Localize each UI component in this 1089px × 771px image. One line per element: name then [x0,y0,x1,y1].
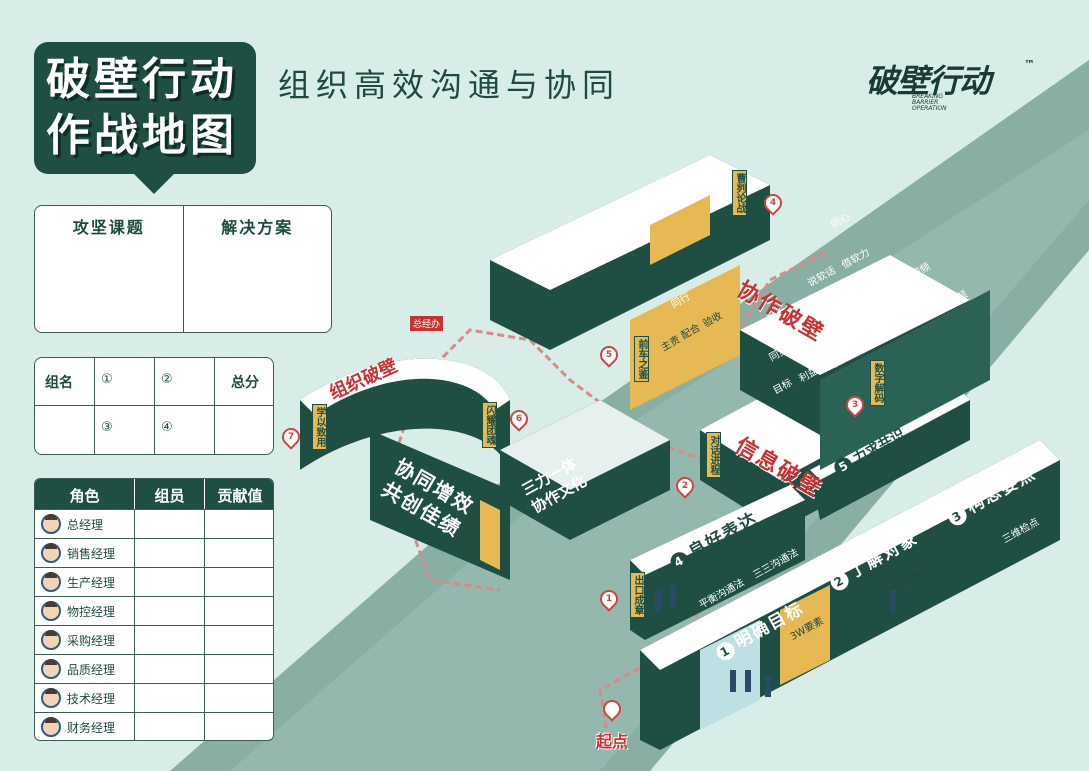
avatar-icon [41,717,61,737]
role-cell: 生产经理 [35,567,135,596]
start-label: 起点 [596,732,629,751]
total-score-input[interactable] [215,406,273,454]
contribution-cell[interactable] [205,567,273,596]
office-sign: 总经办 [410,316,444,331]
member-cell[interactable] [135,625,205,654]
contribution-cell[interactable] [205,538,273,567]
brand-logo: 破壁行动 ™ BREAKING BARRIER OPERATION [866,56,1046,112]
isometric-battle-map: 起点 1 2 3 4 5 6 7 信息破壁 协作破壁 组织破壁 1明确目标 2了… [270,140,1089,771]
avatar-icon [41,514,61,534]
sign-duihua: 对话进程 [706,432,721,478]
contribution-header: 贡献值 [205,479,273,509]
contribution-cell[interactable] [205,683,273,712]
avatar-icon [41,630,61,650]
member-cell[interactable] [135,509,205,538]
score-table: 组名 ① ② 总分 ③ ④ [34,357,274,455]
role-cell: 品质经理 [35,654,135,683]
page-subtitle: 组织高效沟通与协同 [278,66,621,104]
contribution-cell[interactable] [205,596,273,625]
score-cell-1[interactable]: ① [95,358,155,406]
role-table: 角色 组员 贡献值 总经理 销售经理 生产经理 物控经理 采购经理 品质经理 技… [34,478,274,741]
member-cell[interactable] [135,712,205,740]
member-cell[interactable] [135,683,205,712]
role-cell: 物控经理 [35,596,135,625]
contribution-cell[interactable] [205,712,273,740]
role-cell: 技术经理 [35,683,135,712]
contribution-cell[interactable] [205,509,273,538]
map-illustration [300,155,1060,751]
sign-chukou: 出口成章 [630,572,645,618]
role-cell: 销售经理 [35,538,135,567]
contribution-cell[interactable] [205,654,273,683]
member-cell[interactable] [135,567,205,596]
title-block: 破壁行动 作战地图 [34,42,256,194]
sign-shanyao: 闪耀团魂 [482,402,497,448]
topic-header: 攻坚课题 [35,206,184,332]
title-line-1: 破壁行动 [46,54,238,105]
member-cell[interactable] [135,654,205,683]
avatar-icon [41,601,61,621]
logo-subtitle: BREAKING BARRIER OPERATION [912,93,947,112]
role-header: 角色 [35,479,135,509]
score-cell-2[interactable]: ② [155,358,215,406]
member-cell[interactable] [135,596,205,625]
solution-header: 解决方案 [221,218,294,237]
avatar-icon [41,572,61,592]
topic-solution-table: 攻坚课题 解决方案 [34,205,332,333]
group-name-label: 组名 [35,358,95,406]
logo-text: 破壁行动 [866,62,991,100]
sign-xueyi: 学以致用 [312,404,327,450]
member-cell[interactable] [135,538,205,567]
sign-caohuo: 曹刿论战 [732,170,747,216]
role-cell: 总经理 [35,509,135,538]
total-score-label: 总分 [215,358,273,406]
avatar-icon [41,659,61,679]
avatar-icon [41,543,61,563]
logo-trademark: ™ [1024,58,1035,71]
sign-qianche: 前车之鉴 [634,336,649,382]
contribution-cell[interactable] [205,625,273,654]
group-name-input[interactable] [35,406,95,454]
sign-shuzi: 数字解码 [870,360,885,406]
score-cell-4[interactable]: ④ [155,406,215,454]
member-header: 组员 [135,479,205,509]
title-line-2: 作战地图 [46,110,238,161]
score-cell-3[interactable]: ③ [95,406,155,454]
avatar-icon [41,688,61,708]
role-cell: 采购经理 [35,625,135,654]
role-cell: 财务经理 [35,712,135,740]
